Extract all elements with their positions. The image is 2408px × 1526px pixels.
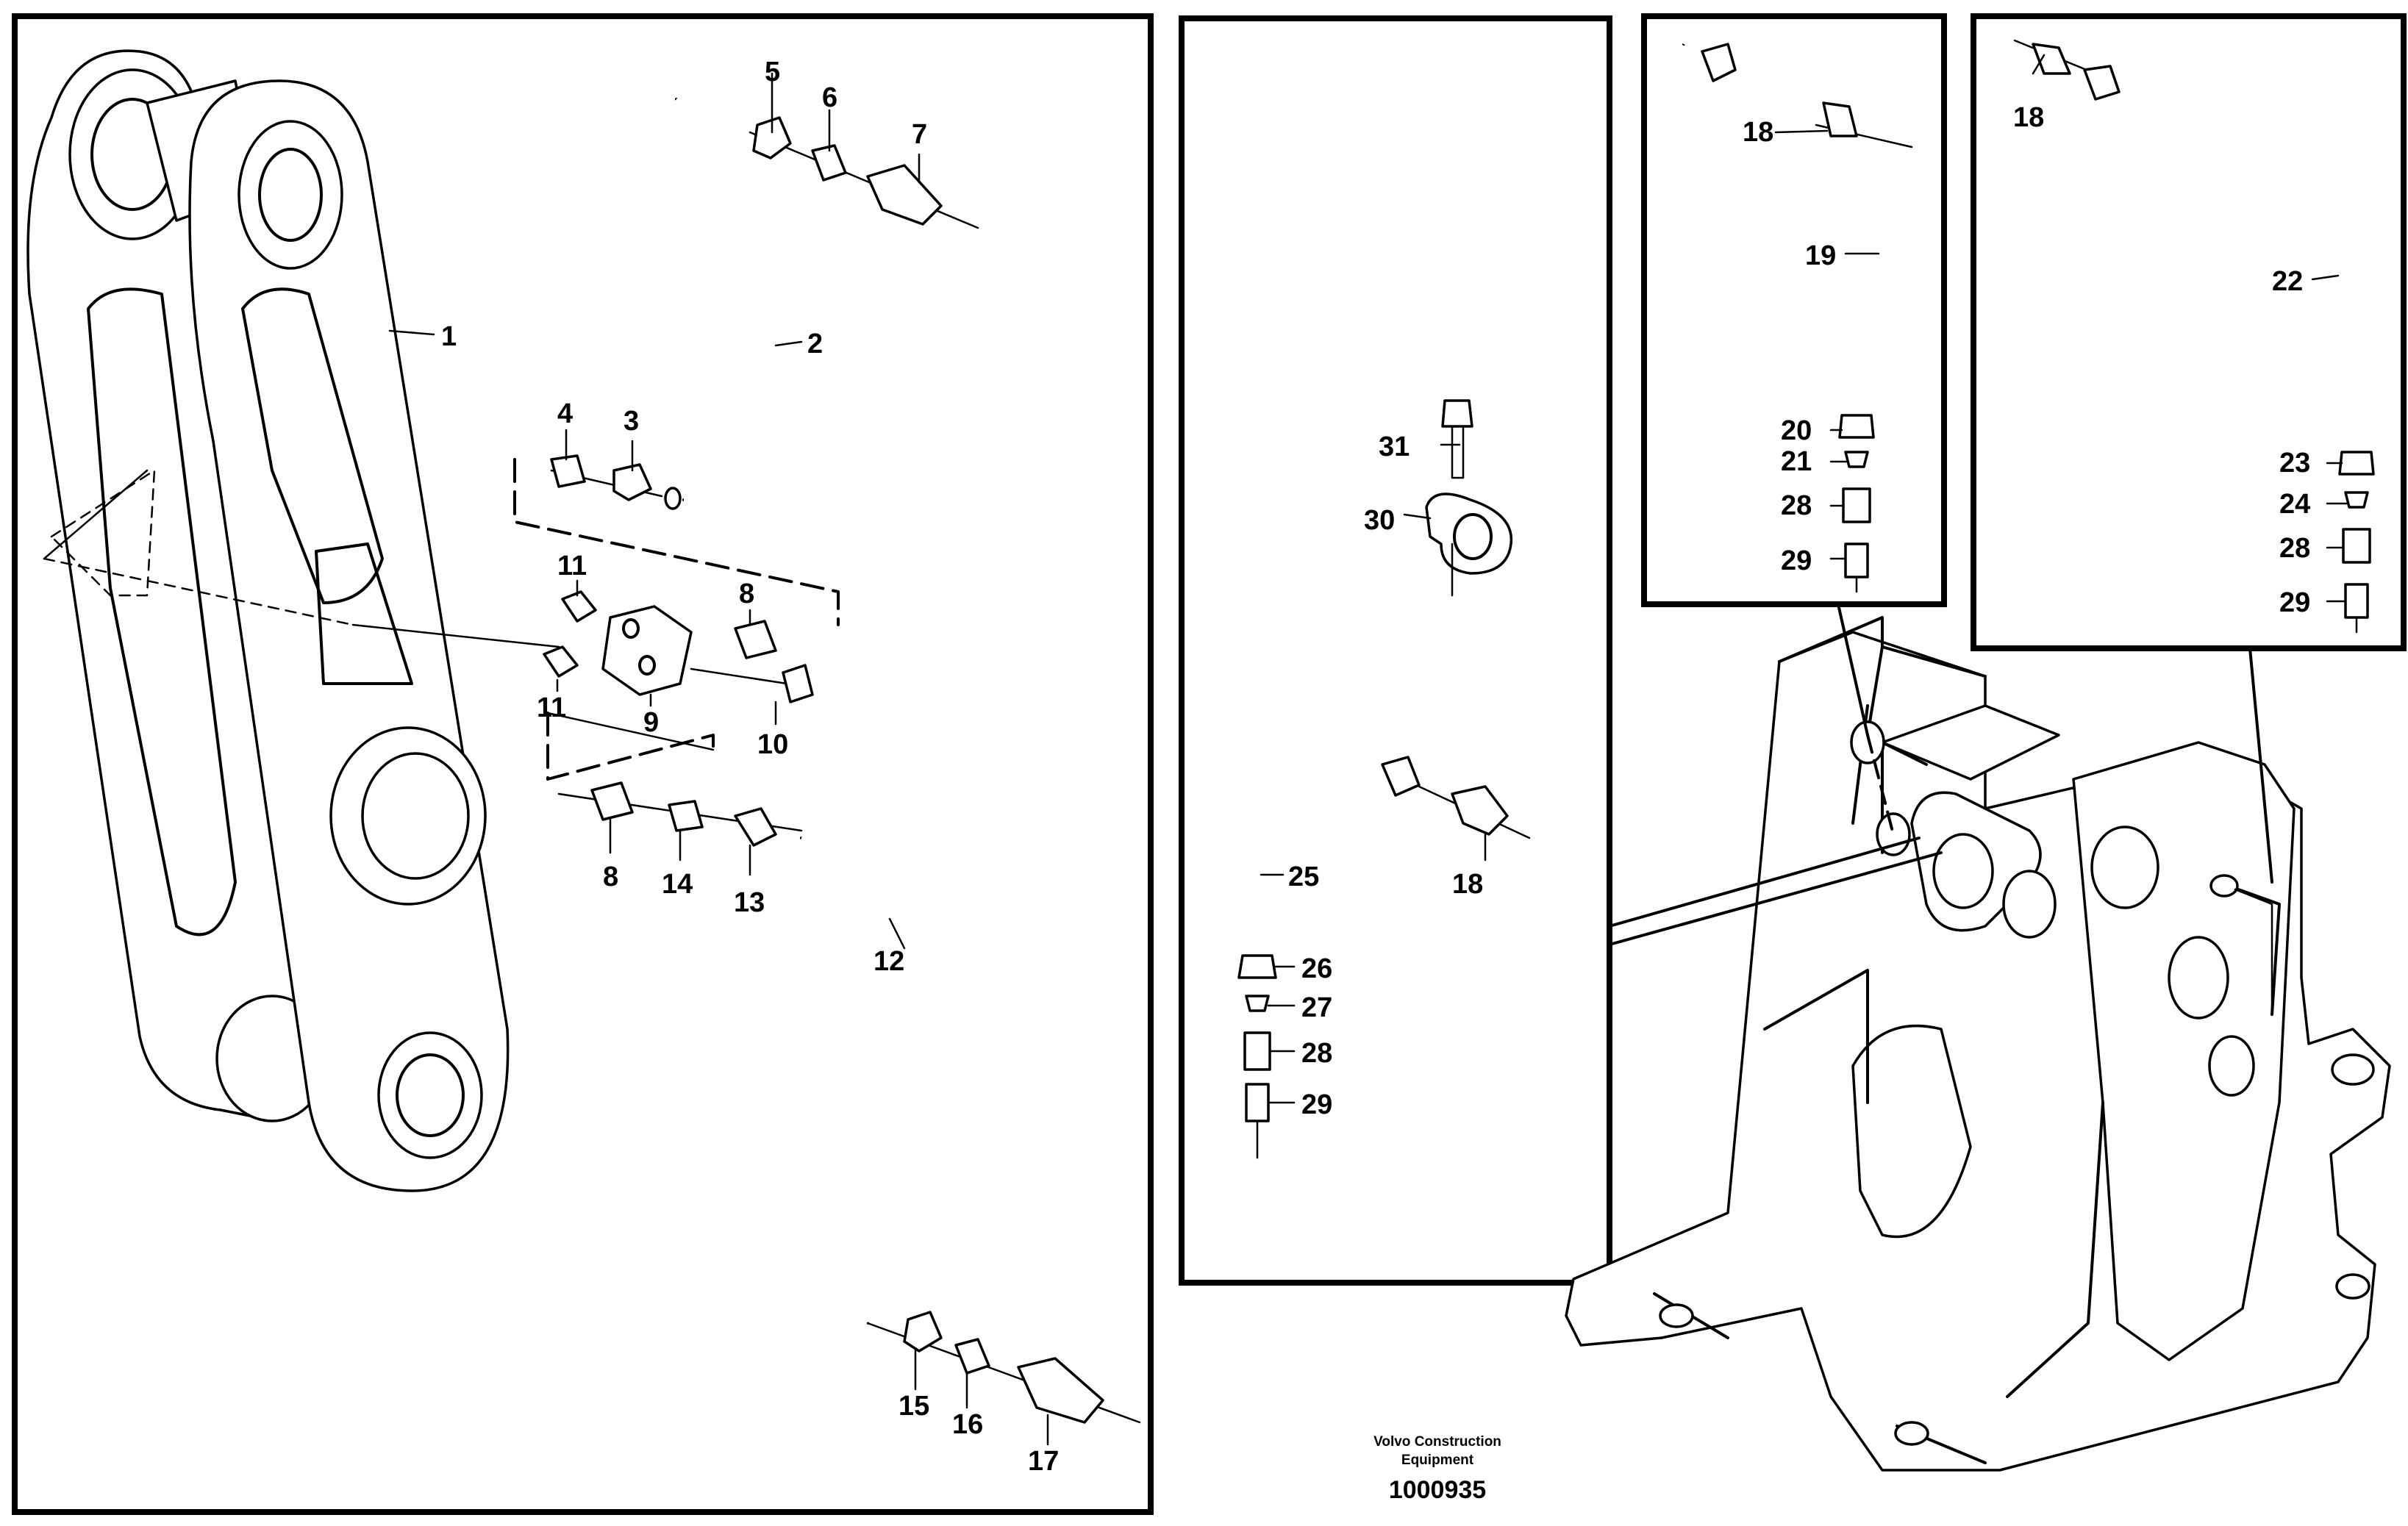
label-part-31: 31 [1379,431,1410,462]
label-part-18-middle: 18 [1452,869,1483,900]
label-part-22: 22 [2272,266,2303,297]
grease-pipe-upper [664,97,779,510]
panel-middle-frame [1179,15,1612,1286]
label-part-24: 24 [2279,489,2310,520]
label-part-29-inset-b: 29 [2279,587,2310,618]
fittings-3-4 [550,454,663,501]
label-part-1: 1 [441,321,457,352]
label-part-13: 13 [734,887,765,918]
middle-fittings [1237,399,1531,1159]
caption-company-line1: Volvo Construction [1373,1434,1501,1450]
label-part-20: 20 [1781,415,1812,446]
label-part-26: 26 [1301,953,1332,984]
label-part-5: 5 [765,57,780,87]
label-part-7: 7 [912,119,927,150]
grease-pipe-lower [800,835,940,1326]
inset-b-pipe [2013,39,2375,634]
label-part-11-lower: 11 [537,692,566,723]
label-part-10: 10 [757,729,788,760]
label-part-29-inset-a: 29 [1781,545,1812,576]
grease-block-assembly [543,590,814,847]
label-part-2: 2 [807,329,823,359]
grease-pipe-long [1218,62,1584,957]
caption-company-line2: Equipment [1401,1452,1474,1468]
fittings-lower [866,1311,1141,1424]
label-part-28-inset-a: 28 [1781,490,1812,521]
leader-lines [388,54,2348,1446]
label-part-28-inset-b: 28 [2279,533,2310,564]
label-part-25: 25 [1288,861,1319,892]
inset-a-pipe [1681,32,1913,593]
panel-left-frame [12,13,1154,1515]
label-part-30: 30 [1364,505,1395,536]
label-part-8-upper: 8 [739,578,754,609]
label-part-8-lower: 8 [603,861,618,892]
inset-connectors [1608,603,2273,1016]
front-frame [1565,616,2391,1472]
arm-reference-lines [43,469,560,648]
label-part-6: 6 [822,82,837,113]
label-part-12: 12 [873,946,904,977]
label-part-16: 16 [952,1409,983,1440]
label-part-28-middle: 28 [1301,1038,1332,1069]
lift-arm [26,49,510,1192]
label-part-19: 19 [1805,240,1836,271]
label-part-29-middle: 29 [1301,1089,1332,1120]
label-part-15: 15 [898,1391,929,1422]
label-part-9: 9 [643,707,659,738]
label-part-18-inset-b: 18 [2013,102,2044,133]
panel-inset-b-frame [1971,13,2407,651]
label-part-23: 23 [2279,448,2310,479]
label-part-4: 4 [557,398,573,429]
label-part-11-upper: 11 [557,551,587,581]
panel-inset-a-frame [1641,13,1947,607]
label-part-18-inset-a: 18 [1743,117,1773,148]
label-part-17: 17 [1028,1446,1059,1477]
label-part-3: 3 [624,406,639,437]
caption-drawing-number: 1000935 [1389,1476,1486,1504]
dashed-brackets [513,458,840,781]
label-part-21: 21 [1781,446,1812,477]
fittings-upper [749,116,979,229]
part-labels: 1 2 3 4 5 6 7 8 8 9 10 11 11 12 13 14 15… [441,57,2310,1477]
label-part-14: 14 [662,869,693,900]
drawing-caption: Volvo Construction Equipment 1000935 [1373,1434,1501,1504]
label-part-27: 27 [1301,992,1332,1023]
